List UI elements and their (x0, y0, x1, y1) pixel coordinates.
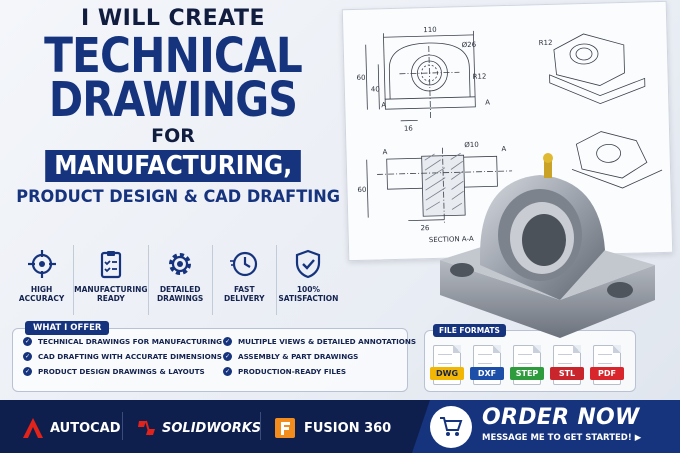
dim-r-iso: R12 (539, 39, 553, 47)
file-tag: DWG (430, 367, 464, 380)
software-autocad: AUTOCAD (22, 417, 121, 439)
offer-list: ✓TECHNICAL DRAWINGS FOR MANUFACTURING ✓M… (23, 337, 417, 376)
section-label: SECTION A-A (429, 235, 474, 244)
offer-box: WHAT I OFFER ✓TECHNICAL DRAWINGS FOR MAN… (12, 321, 417, 392)
divider (122, 412, 123, 440)
feature-label: 100%SATISFACTION (278, 285, 339, 303)
check-icon: ✓ (23, 367, 32, 376)
order-button[interactable] (430, 406, 472, 448)
headline-line4: FOR (151, 125, 195, 147)
dim-hole-top: Ø26 (462, 41, 477, 49)
solidworks-icon (138, 420, 155, 436)
offer-title: WHAT I OFFER (25, 321, 110, 335)
file-tag: STEP (510, 367, 544, 380)
shopping-cart-icon (440, 417, 463, 436)
dim-r-top: R12 (472, 73, 486, 81)
software-fusion360: FUSION 360 (274, 417, 391, 439)
software-solidworks: SOLIDWORKS (136, 417, 261, 439)
section-mark: A (485, 98, 490, 106)
offer-item: ✓PRODUCT DESIGN DRAWINGS & LAYOUTS (23, 367, 205, 376)
file-tag: STL (550, 367, 584, 380)
headline-line3: DRAWINGS (48, 72, 298, 128)
gear-icon (169, 253, 192, 275)
order-now-subtitle[interactable]: MESSAGE ME TO GET STARTED! ▶ (482, 433, 642, 443)
file-formats-title: FILE FORMATS (433, 324, 506, 337)
section-mark: A (381, 101, 386, 109)
file-tag: DXF (470, 367, 504, 380)
file-stl-icon: STL (550, 345, 584, 385)
file-dwg-icon: DWG (430, 345, 464, 385)
pillow-block-image (440, 153, 655, 338)
dim-hole-mid: Ø10 (464, 141, 479, 149)
shield-check-icon (296, 249, 321, 279)
file-pdf-icon: PDF (590, 345, 624, 385)
section-mark: A (501, 145, 506, 153)
autocad-icon (23, 418, 43, 438)
divider (260, 412, 261, 440)
technical-drawing: 110 Ø26 R12 R12 60 40 16 Ø10 60 26 A A A… (356, 26, 663, 244)
clipboard-check-icon (100, 251, 121, 279)
file-tag: PDF (590, 367, 624, 380)
offer-item: ✓TECHNICAL DRAWINGS FOR MANUFACTURING (23, 337, 223, 346)
drawing-sheet: 110 Ø26 R12 R12 60 40 16 Ø10 60 26 A A A… (341, 0, 674, 262)
order-now-title[interactable]: ORDER NOW (482, 405, 640, 430)
check-icon: ✓ (23, 352, 32, 361)
offer-item: ✓PRODUCTION-READY FILES (223, 367, 347, 376)
crosshair-icon (27, 250, 56, 278)
headline: I WILL CREATE TECHNICAL DRAWINGS FOR MAN… (8, 6, 340, 208)
file-formats-list: DWG DXF STEP STL PDF (430, 345, 624, 385)
file-formats-box: FILE FORMATS DWG DXF STEP STL PDF (424, 324, 636, 392)
fusion360-icon (275, 418, 295, 438)
check-icon: ✓ (223, 337, 232, 346)
dim-h40: 40 (371, 85, 380, 93)
file-step-icon: STEP (510, 345, 544, 385)
headline-line2: TECHNICAL (44, 28, 303, 84)
check-icon: ✓ (223, 352, 232, 361)
offer-item: ✓MULTIPLE VIEWS & DETAILED ANNOTATIONS (223, 337, 417, 346)
feature-satisfaction: 100%SATISFACTION (277, 245, 340, 315)
file-dxf-icon: DXF (470, 345, 504, 385)
dim-h60b: 60 (357, 186, 366, 194)
headline-line1: I WILL CREATE (81, 6, 265, 31)
section-mark: A (382, 148, 387, 156)
clock-icon (230, 251, 258, 277)
check-icon: ✓ (23, 337, 32, 346)
dim-width-top: 110 (423, 26, 437, 34)
headline-line6: PRODUCT DESIGN & CAD DRAFTING (16, 187, 340, 207)
check-icon: ✓ (223, 367, 232, 376)
offer-item: ✓ASSEMBLY & PART DRAWINGS (223, 352, 359, 361)
dim-w26: 26 (420, 224, 430, 232)
offer-item: ✓CAD DRAFTING WITH ACCURATE DIMENSIONS (23, 352, 222, 361)
dim-h60: 60 (356, 74, 365, 82)
headline-line5: MANUFACTURING, (45, 150, 301, 182)
dim-w16: 16 (404, 124, 414, 132)
